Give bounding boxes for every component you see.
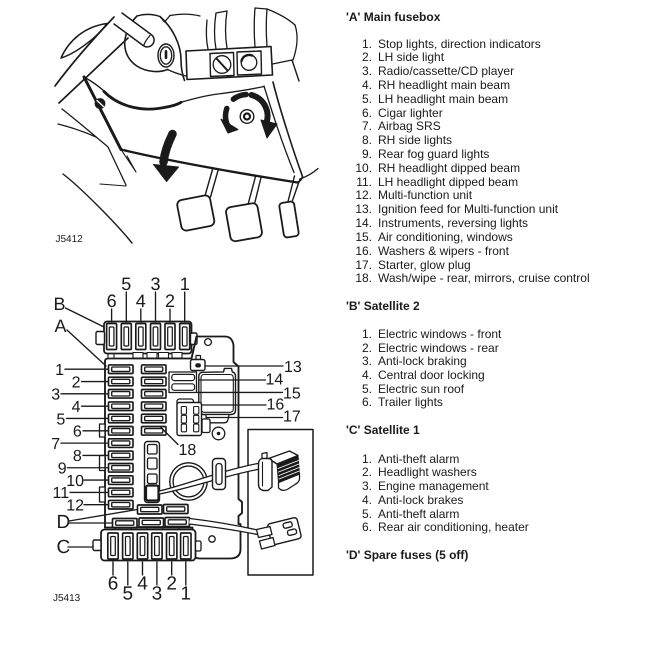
svg-text:2: 2 bbox=[166, 574, 177, 595]
svg-text:1: 1 bbox=[180, 274, 190, 294]
svg-text:J5413: J5413 bbox=[53, 593, 81, 604]
svg-text:2: 2 bbox=[165, 291, 175, 311]
svg-text:2: 2 bbox=[72, 374, 81, 391]
svg-text:3: 3 bbox=[51, 387, 60, 404]
svg-text:5: 5 bbox=[121, 274, 131, 294]
svg-text:4: 4 bbox=[137, 574, 148, 595]
svg-text:1: 1 bbox=[55, 362, 64, 379]
svg-text:J5412: J5412 bbox=[56, 234, 84, 245]
svg-text:4: 4 bbox=[72, 399, 81, 416]
svg-text:14: 14 bbox=[266, 372, 284, 389]
svg-text:15: 15 bbox=[283, 386, 301, 403]
svg-text:A: A bbox=[55, 316, 67, 336]
svg-text:6: 6 bbox=[107, 291, 117, 311]
svg-text:12: 12 bbox=[66, 498, 84, 515]
svg-text:5: 5 bbox=[56, 411, 65, 428]
svg-text:4: 4 bbox=[136, 291, 146, 311]
svg-text:13: 13 bbox=[284, 359, 302, 376]
svg-text:9: 9 bbox=[58, 461, 67, 478]
svg-text:17: 17 bbox=[283, 409, 301, 426]
svg-text:C: C bbox=[57, 537, 71, 558]
svg-text:3: 3 bbox=[152, 584, 163, 605]
svg-text:11: 11 bbox=[52, 485, 69, 502]
svg-text:3: 3 bbox=[150, 274, 160, 294]
svg-text:10: 10 bbox=[66, 473, 84, 490]
svg-text:6: 6 bbox=[108, 574, 119, 595]
svg-text:8: 8 bbox=[73, 448, 82, 465]
svg-text:1: 1 bbox=[181, 584, 192, 605]
svg-text:7: 7 bbox=[51, 436, 60, 453]
svg-text:5: 5 bbox=[123, 584, 134, 605]
svg-text:6: 6 bbox=[73, 424, 82, 441]
svg-text:16: 16 bbox=[267, 397, 285, 414]
svg-text:B: B bbox=[54, 294, 66, 314]
svg-text:D: D bbox=[57, 512, 71, 533]
svg-text:18: 18 bbox=[179, 442, 197, 459]
